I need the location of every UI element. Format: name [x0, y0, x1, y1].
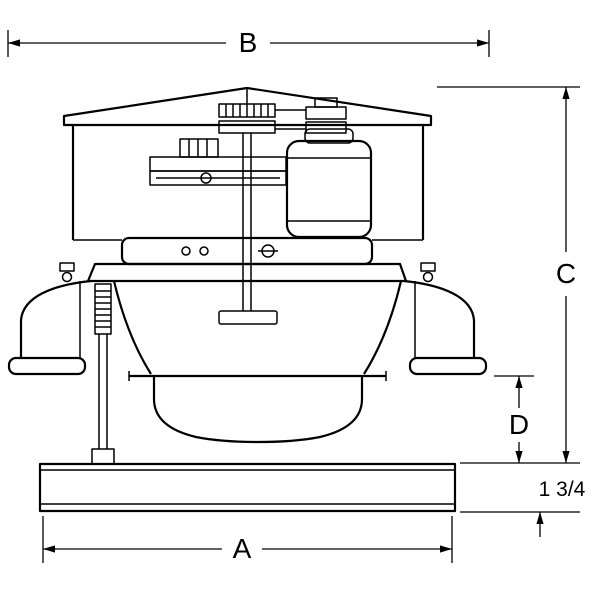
skirt-left-clip [59, 262, 75, 272]
dim-d-label: D [509, 409, 529, 440]
motor-mount-bracket [149, 138, 287, 186]
dim-b-label: B [239, 27, 258, 58]
skirt-right-outer [403, 279, 476, 358]
fan-shaft [218, 133, 278, 325]
bracket-rail-lower [149, 170, 287, 186]
cone-left-side [112, 280, 152, 375]
skirt-right-clip [420, 262, 436, 272]
deck-bolt-1 [181, 246, 191, 256]
dim-base-label: 1 3/4 [539, 478, 586, 501]
dim-c-label: C [556, 258, 576, 289]
motor-sheave-pulley [305, 97, 347, 134]
motor-top-cap [304, 128, 354, 144]
rod-foot [91, 448, 115, 465]
housing [71, 125, 425, 241]
skirt-left-lip [7, 356, 87, 376]
curb-cap-right [403, 262, 488, 376]
rod-threads [95, 290, 111, 328]
motor-pulley-top [305, 106, 347, 120]
fan-sheave-pulley [218, 103, 276, 134]
drive-belt [275, 109, 306, 130]
damper-rod [91, 283, 115, 465]
bracket-fins [188, 139, 208, 157]
motor-shaft-stub [314, 97, 338, 108]
bracket-rail-upper [149, 156, 287, 172]
dimension-C: C [437, 86, 580, 464]
shaft-hub-block [218, 310, 278, 325]
hood [62, 86, 433, 127]
curb-cap-left [7, 262, 92, 376]
skirt-right-lip [408, 356, 488, 376]
bracket-box [179, 138, 219, 158]
dimension-A: A [42, 516, 453, 564]
bracket-bolt [200, 172, 212, 184]
bowl-outline [152, 376, 364, 444]
dimension-D: D [494, 375, 534, 463]
inlet-bowl [152, 376, 364, 444]
base-outline [38, 462, 457, 513]
motor-body [285, 139, 373, 239]
dim-a-label: A [233, 533, 252, 564]
deck-bolt-2 [199, 246, 209, 256]
skirt-right-latch [422, 271, 434, 283]
deck-plate [86, 236, 408, 283]
dimension-base-height: 1 3/4 [460, 478, 586, 537]
pulley-grooves [225, 104, 269, 117]
skirt-left-latch [61, 271, 73, 283]
hood-outline [62, 86, 433, 127]
deck-plate-top [120, 236, 374, 266]
motor [285, 128, 373, 239]
windband-cone [112, 280, 403, 381]
motor-pulley-bottom [305, 121, 347, 134]
dimension-B: B [7, 27, 490, 58]
deck-plate-wide [86, 262, 408, 283]
roof-curb-base [38, 462, 457, 513]
cone-right-side [363, 280, 403, 375]
pulley-bottom-band [218, 120, 276, 134]
skirt-left-outer [19, 279, 92, 358]
